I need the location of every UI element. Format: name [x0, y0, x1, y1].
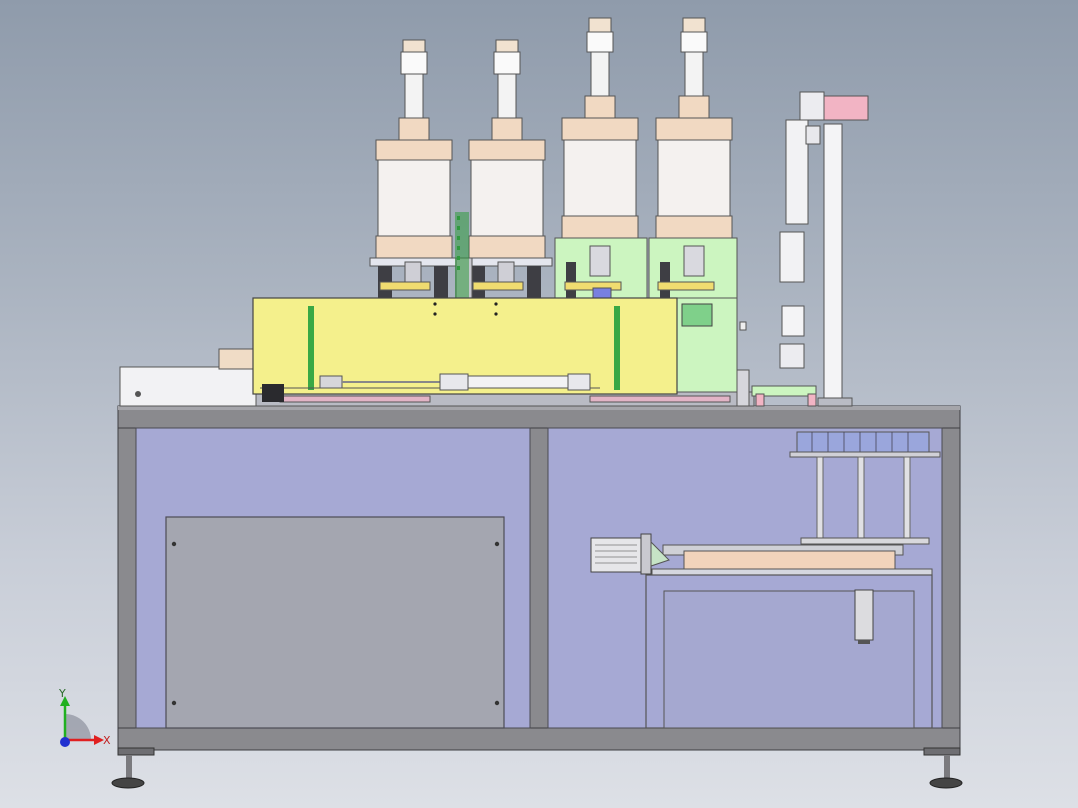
x-axis-label: X [103, 734, 111, 747]
machine-frame [117, 405, 961, 751]
z-axis-marker [60, 737, 70, 747]
sliding-plate [683, 550, 896, 571]
y-axis-label: Y [58, 687, 66, 700]
lower-motion-module [590, 431, 941, 729]
access-panel [165, 516, 505, 729]
panel-screw [171, 700, 177, 706]
frame-mid-post [529, 427, 549, 751]
left-control-box [119, 348, 257, 407]
panel-screw [494, 700, 500, 706]
coordinate-triad: Y X [58, 687, 111, 747]
press-cylinder-2 [468, 39, 546, 261]
press-supports [369, 212, 553, 299]
frame-bottom-rail [117, 727, 961, 751]
slide-cylinder [260, 373, 600, 402]
right-green-brackets [554, 237, 750, 407]
press-cylinder-3 [561, 17, 639, 239]
panel-screw [171, 541, 177, 547]
comb-fixture [796, 431, 930, 455]
press-cylinder-1 [375, 39, 453, 261]
leveling-feet [111, 747, 963, 789]
press-cylinder-4 [655, 17, 733, 239]
vertical-gantry [751, 91, 869, 407]
servo-motor [590, 537, 642, 573]
frame-left-post [117, 427, 137, 751]
panel-screw [494, 541, 500, 547]
frame-right-post [941, 427, 961, 751]
vertical-actuator [854, 589, 874, 641]
